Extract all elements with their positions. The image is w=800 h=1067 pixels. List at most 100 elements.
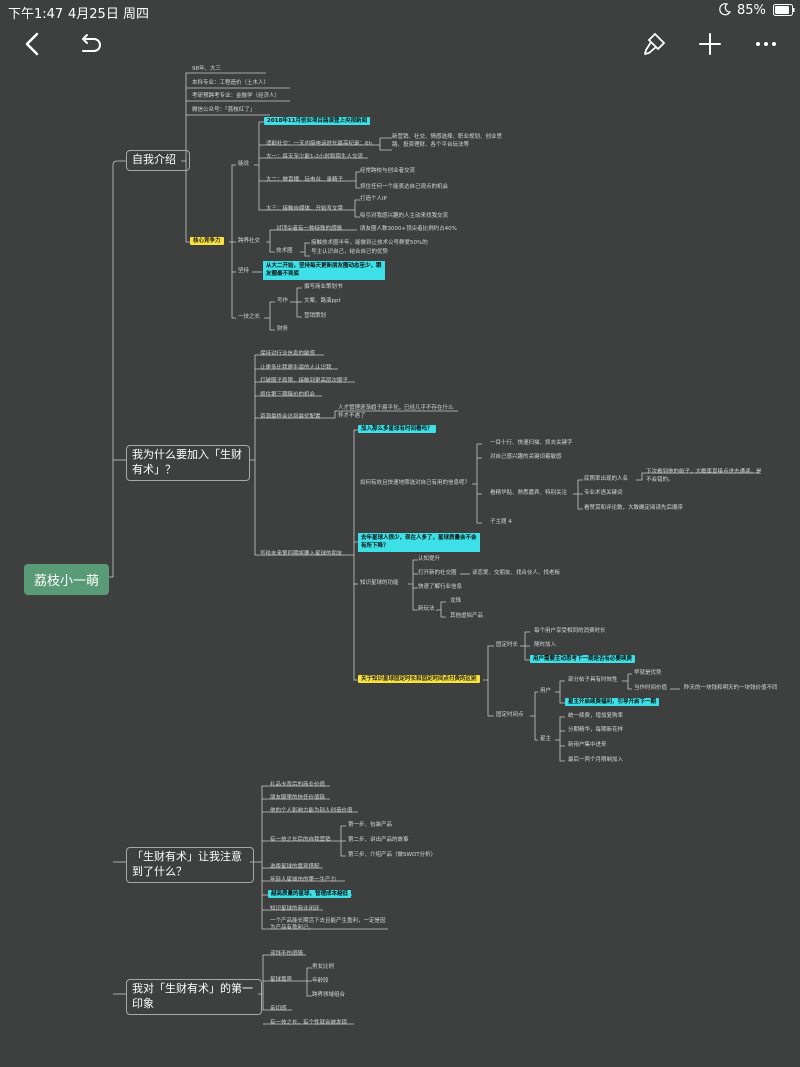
node-persist-detail[interactable]: 从大二开始，坚持每天更新朋友圈动态至少，跟 友圈最不到底 xyxy=(263,261,385,280)
branch-first-impression[interactable]: 我对「生财有术」的第一印象 xyxy=(126,979,262,1015)
node-b1-c3[interactable]: 考研预跨考专业：金融学（经济人） xyxy=(192,93,281,99)
node-tech-circle-b[interactable]: 号主认识自己，结合自己的优势 xyxy=(311,249,389,255)
node-q3b2b[interactable]: 分期精华，每期新花样 xyxy=(568,727,624,733)
node-q2a[interactable]: 知识星球的功能 xyxy=(360,580,399,586)
node-b2-c1[interactable]: 保持对行业信息的敏感 xyxy=(260,351,316,357)
node-year2[interactable]: 大二：做直播、玩电台、录精子 xyxy=(266,177,344,183)
node-year3-b[interactable]: 吸引对我感兴趣的人主动来找我交流 xyxy=(360,213,449,219)
node-crossover-a[interactable]: 对顶尖者有一种特殊的感情 xyxy=(276,226,343,232)
node-q2[interactable]: 去年星球人很少，现在人多了，星球质量会不会 有所下降？ xyxy=(358,533,480,552)
node-q3a[interactable]: 固定时长 xyxy=(496,642,519,648)
node-q3a1[interactable]: 每个用户享受相同的消费时长 xyxy=(534,628,606,634)
node-b2-c4[interactable]: 抓住第三期降价的机会 xyxy=(260,392,316,398)
node-b2-c3[interactable]: 打破圈子局限，接触到更高层次圈子 xyxy=(260,378,349,384)
node-q3b1a1[interactable]: 早就是优势 xyxy=(634,670,662,676)
node-q1a3[interactable]: 看精华贴、熟悉嘉宾、特别关注 xyxy=(490,490,568,496)
node-q3b1a[interactable]: 部分帖子具有时效性 xyxy=(568,677,618,683)
node-crossover-a1[interactable]: 朋友圈人数3000+顶尖者比例约占40% xyxy=(360,226,457,232)
node-b4-c3[interactable]: 亲切感 xyxy=(270,1006,287,1012)
node-q3a2[interactable]: 随时加入 xyxy=(534,642,557,648)
node-q3a3[interactable]: 用户需要主动思考下一期是否有必要续费 xyxy=(530,655,636,663)
node-writing-1[interactable]: 撰写商业策划书 xyxy=(304,284,343,290)
node-core-competence[interactable]: 核心竞争力 xyxy=(190,237,224,245)
node-q3[interactable]: 关于知识星球固定时长和固定时间点付费的区别 xyxy=(358,675,480,683)
node-year2-b[interactable]: 抓住任何一个能表达自己观点的机会 xyxy=(360,184,449,190)
branch-why-join[interactable]: 我为什么要加入「生财有术」？ xyxy=(126,445,250,481)
node-q2a4a[interactable]: 龙珠 xyxy=(450,598,462,604)
node-b3-c4b[interactable]: 第二步、讲出产品的故事 xyxy=(348,837,409,843)
node-q3b2a[interactable]: 统一续费，增加复购率 xyxy=(568,713,624,719)
node-b4-c4[interactable]: 有一技之长，有个性就会被发现 xyxy=(270,1020,348,1026)
node-b2-c6[interactable]: 写给未来第四期将要入星球的朋友 xyxy=(260,551,343,557)
node-b3-c5[interactable]: 选版星球的嘉宾搭配 xyxy=(270,864,320,870)
node-q2a3[interactable]: 快速了解行业信息 xyxy=(418,584,463,590)
node-q1a3a[interactable]: 底照率出现的人名 xyxy=(584,476,629,482)
node-b1-c1[interactable]: 98年、大三 xyxy=(192,66,221,72)
node-tech-circle-a[interactable]: 接触技术圈半年，能做到让技术公号群爱50%的 xyxy=(311,240,428,246)
node-q1a3a2[interactable]: 不会错的。 xyxy=(646,477,674,483)
node-tech-circle[interactable]: 技术圈 xyxy=(276,248,293,254)
node-b2-c5b[interactable]: 怀才不遇了 xyxy=(338,413,366,419)
node-q2a4b[interactable]: 其他虚拟产品 xyxy=(450,613,484,619)
node-q3b1a2[interactable]: 当作时间价值 xyxy=(634,685,668,691)
node-b3-c4a[interactable]: 第一步、包装产品 xyxy=(348,822,393,828)
root-node[interactable]: 荔枝小一萌 xyxy=(24,564,110,595)
node-writing-3[interactable]: 营销策划 xyxy=(304,313,327,319)
branch-self-intro[interactable]: 自我介绍 xyxy=(126,150,190,171)
node-q1a[interactable]: 如何有效且快速地筛选对自己有用的信息呢？ xyxy=(360,480,471,486)
node-b3-c7[interactable]: 越高质量的星球，管理成本越低 xyxy=(268,890,352,898)
node-q1[interactable]: 加入那么多星球有时间看吗？ xyxy=(358,425,436,433)
node-b3-c8[interactable]: 知识星球的商业闭环 xyxy=(270,906,320,912)
node-q2a1[interactable]: 认知提升 xyxy=(418,556,441,562)
node-writing[interactable]: 写作 xyxy=(277,298,289,304)
node-b4-c2[interactable]: 星球嘉宾 xyxy=(270,977,293,983)
node-q3b[interactable]: 固定时间点 xyxy=(496,712,524,718)
node-q2a2[interactable]: 打开新的社交圈 xyxy=(418,570,457,576)
node-b4-c1[interactable]: 该钱不伤感情 xyxy=(270,951,304,957)
node-b3-c4[interactable]: 有一技之长后的自我营销 xyxy=(270,837,331,843)
brush-icon[interactable] xyxy=(638,28,670,60)
node-b3-c4c[interactable]: 第三步、介绍产品（做SWOT分析） xyxy=(348,852,437,858)
node-writing-2[interactable]: 文案、路演ppt xyxy=(304,298,341,304)
node-b3-c9b[interactable]: 为产品有盈利己。 xyxy=(270,925,315,931)
undo-icon[interactable] xyxy=(74,28,106,60)
node-year3[interactable]: 大三：接触自媒体、开始写文章 xyxy=(266,206,344,212)
node-b4-c2b[interactable]: 年龄段 xyxy=(312,978,329,984)
node-year2-a[interactable]: 经常跨校与创业者交流 xyxy=(360,168,416,174)
node-finance[interactable]: 财务 xyxy=(277,326,289,332)
node-q1a3b[interactable]: 专业术语关键词 xyxy=(584,490,623,496)
node-q1a1[interactable]: 一目十行、快速扫描、抓去关键字 xyxy=(490,440,573,446)
node-b4-c2c[interactable]: 跨界领域组合 xyxy=(312,992,346,998)
plus-icon[interactable] xyxy=(694,28,726,60)
node-q1a4[interactable]: 子主题 4 xyxy=(490,519,512,525)
node-b3-c1[interactable]: 礼品卡背后的商业价值 xyxy=(270,782,326,788)
node-q3b1b[interactable]: 星主开启续费福利，引导开启下一期 xyxy=(565,698,660,706)
branch-noticed[interactable]: 「生财有术」让我注意到了什么？ xyxy=(126,847,254,883)
node-q1a3a1[interactable]: 下次看到他的帖子，大概率直接点进去通读，是 xyxy=(646,469,762,475)
node-q3b2c[interactable]: 新用户集中进来 xyxy=(568,742,607,748)
more-icon[interactable] xyxy=(750,28,782,60)
node-b2-c5a[interactable]: 人才管理逐渐趋于扁平化，已经几乎不存在什么 xyxy=(338,405,454,411)
node-q3b2d[interactable]: 最后一两个月限制加入 xyxy=(568,757,624,763)
node-social[interactable]: 适龄社交：一天内接电话时长最高纪录：6h xyxy=(266,141,372,147)
node-social-topics-1[interactable]: 新营销、社交、情感选择、职业规划、创业思 xyxy=(392,134,503,140)
node-q1a3c[interactable]: 看赞赏和评论数，大致确定阅读先后顺序 xyxy=(584,505,684,511)
node-b1-c2[interactable]: 本科专业：工程造价（土木人） xyxy=(192,80,270,86)
node-social-topics-2[interactable]: 路、投资理财、各个平台玩法等 xyxy=(392,142,470,148)
node-q3b1a2a[interactable]: 昨天的一块钱和明天的一块钱价值不同 xyxy=(684,685,778,691)
node-q2a2a[interactable]: 谈恋爱、交朋友、找合伙人、找老板 xyxy=(472,570,561,576)
node-persist[interactable]: 坚持 xyxy=(238,268,250,274)
back-icon[interactable] xyxy=(16,28,48,60)
node-b4-c2a[interactable]: 男女比例 xyxy=(312,964,335,970)
node-q3b1[interactable]: 用户 xyxy=(540,688,552,694)
node-year3-a[interactable]: 打造个人IP xyxy=(360,196,387,202)
node-b2-c5[interactable]: 资源最终会达到最优配置 xyxy=(260,414,321,420)
node-b3-c6[interactable]: 年轻人星域市的第一生产力 xyxy=(270,877,337,883)
node-cctv-news[interactable]: 2018年11月创业项目路演登上央视新闻 xyxy=(264,117,370,125)
node-skill[interactable]: 一技之长 xyxy=(238,314,261,320)
node-q2a4[interactable]: 新玩法 xyxy=(418,606,435,612)
node-b3-c2[interactable]: 朋友圈里的信任价值链 xyxy=(270,795,326,801)
node-q1a2[interactable]: 对自己感兴趣的关键词着敏感 xyxy=(490,454,562,460)
node-crossover-social[interactable]: 跨界社交 xyxy=(238,238,261,244)
node-b3-c3[interactable]: 他的个人影响力能为别人创造价值 xyxy=(270,808,353,814)
